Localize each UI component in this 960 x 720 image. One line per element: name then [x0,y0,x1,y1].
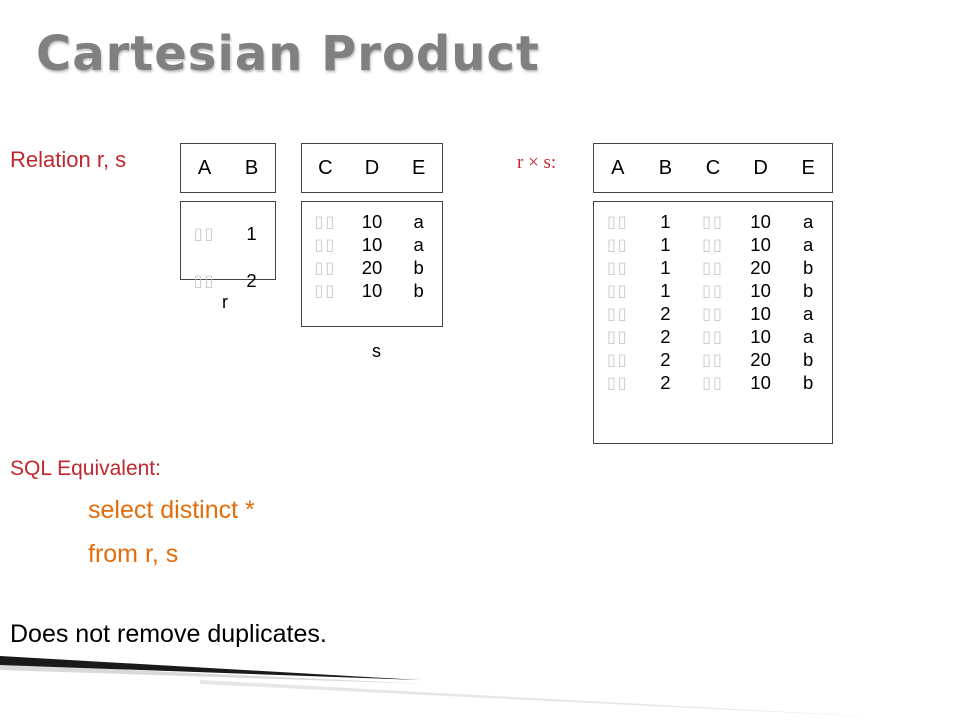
rs-col-c-greek-placeholder: ▯▯ [702,212,724,231]
slide-title: Cartesian Product [36,26,540,82]
swoosh-bar [0,656,420,680]
s-col-d-cell: 10 [361,280,383,301]
s-header: C D E [301,143,443,193]
rs-col-e-cell: a [803,234,814,255]
s-col-d-cell: 20 [361,257,383,278]
rs-col-a: ▯▯ ▯▯ ▯▯ ▯▯ ▯▯ ▯▯ ▯▯ ▯▯ [594,210,642,443]
s-header-d: D [364,156,380,179]
decorative-swoosh [0,656,900,718]
s-col-d-cell: 10 [361,234,383,255]
rs-col-c-greek-placeholder: ▯▯ [702,281,724,300]
rs-col-c-greek-placeholder: ▯▯ [702,373,724,392]
rs-col-a-greek-placeholder: ▯▯ [606,212,629,231]
rs-col-c: ▯▯ ▯▯ ▯▯ ▯▯ ▯▯ ▯▯ ▯▯ ▯▯ [689,210,737,443]
rs-col-c-greek-placeholder: ▯▯ [702,258,724,277]
rs-col-b-cell: 2 [660,303,671,324]
s-col-c: ▯▯ ▯▯ ▯▯ ▯▯ [302,210,349,326]
rs-header-a: A [611,156,625,179]
rs-col-a-greek-placeholder: ▯▯ [606,327,629,346]
rs-col-d-cell: 20 [750,349,771,370]
s-col-e-cell: a [413,211,424,232]
r-header-a: A [197,156,212,179]
rs-col-d-cell: 20 [750,257,771,278]
rs-col-e-cell: a [803,326,814,347]
rs-col-e-cell: b [803,280,814,301]
rs-col-a-greek-placeholder: ▯▯ [606,235,629,254]
rs-col-e-cell: b [803,257,814,278]
sql-label: SQL Equivalent: [10,457,161,480]
rs-header-e: E [801,156,815,179]
s-col-e-cell: a [413,234,424,255]
rs-col-e-cell: a [803,303,814,324]
swoosh-fade [200,680,900,718]
rs-col-a-greek-placeholder: ▯▯ [606,350,629,369]
s-col-c-greek-placeholder: ▯▯ [314,235,337,254]
rs-col-a-greek-placeholder: ▯▯ [606,373,629,392]
rs-col-d-cell: 10 [750,303,771,324]
r-col-a-greek-placeholder: ▯▯ [193,271,216,290]
s-col-c-greek-placeholder: ▯▯ [314,258,337,277]
product-label: r × s: [517,152,557,173]
rs-col-b-cell: 2 [660,372,671,393]
rs-col-c-greek-placeholder: ▯▯ [702,235,724,254]
s-col-c-greek-placeholder: ▯▯ [314,281,337,300]
rs-col-e-cell: b [803,372,814,393]
sql-line-select: select distinct * [88,496,255,524]
rs-col-b-cell: 1 [660,257,671,278]
r-header-b: B [244,156,259,179]
rs-col-d-cell: 10 [750,280,771,301]
rs-header-c: C [705,156,721,179]
rs-col-c-greek-placeholder: ▯▯ [702,350,724,369]
s-col-e-cell: b [413,257,424,278]
rs-col-e-cell: b [803,349,814,370]
s-header-e: E [412,156,426,179]
r-col-b-cell: 2 [246,270,257,291]
rs-col-c-greek-placeholder: ▯▯ [702,327,724,346]
rs-col-b-cell: 2 [660,326,671,347]
rs-col-b-cell: 2 [660,349,671,370]
rs-col-b-cell: 1 [660,234,671,255]
r-caption: r [222,292,228,312]
rs-col-b-cell: 1 [660,280,671,301]
s-col-c-greek-placeholder: ▯▯ [314,212,337,231]
r-header: A B [180,143,276,193]
rs-col-e-cell: a [803,211,814,232]
rs-col-d-cell: 10 [750,372,771,393]
rs-col-c-greek-placeholder: ▯▯ [702,304,724,323]
s-col-d-cell: 10 [361,211,383,232]
swoosh-shadow [0,664,430,684]
rs-col-d-cell: 10 [750,234,771,255]
rs-col-d-cell: 10 [750,326,771,347]
rs-header-d: D [753,156,768,179]
duplicates-note: Does not remove duplicates. [10,620,327,648]
rs-col-d-cell: 10 [750,211,771,232]
r-col-a-greek-placeholder: ▯▯ [193,224,216,243]
rs-header: A B C D E [593,143,833,193]
rs-header-b: B [658,156,673,179]
rs-col-b-cell: 1 [660,211,671,232]
relation-label: Relation r, s [10,147,127,172]
s-caption: s [372,341,381,361]
rs-col-a-greek-placeholder: ▯▯ [606,281,629,300]
s-col-e-cell: b [413,280,424,301]
r-col-b-cell: 1 [246,223,257,244]
rs-col-a-greek-placeholder: ▯▯ [606,304,629,323]
s-header-c: C [318,156,333,179]
r-col-a: ▯▯ ▯▯ [181,210,228,290]
sql-line-from: from r, s [88,540,179,568]
rs-col-a-greek-placeholder: ▯▯ [606,258,629,277]
